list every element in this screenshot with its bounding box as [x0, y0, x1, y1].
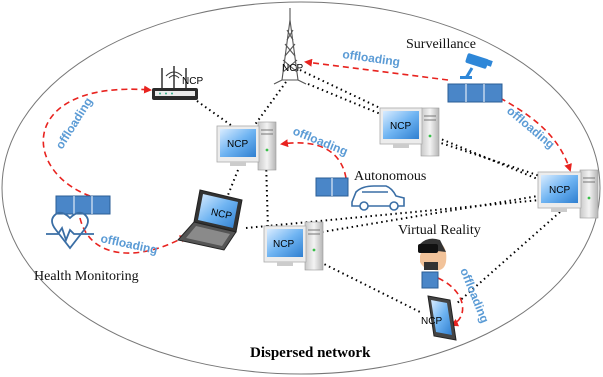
- link-right-tablet: [455, 211, 561, 305]
- link-center-middle: [265, 159, 269, 231]
- computer-top-right-node[interactable]: NCP: [379, 107, 440, 157]
- computer-right-node[interactable]: NCP: [537, 169, 599, 219]
- offloading-label-autonomous: offloading: [291, 124, 350, 159]
- network-links: [196, 69, 561, 313]
- router-node[interactable]: NCP: [152, 66, 203, 100]
- link-middle-right: [321, 195, 539, 233]
- link-tower-center: [253, 81, 287, 127]
- tablet-icon: [427, 295, 457, 341]
- vr-headset-icon: [418, 238, 447, 271]
- computer-top-right-ncp-label: NCP: [390, 121, 411, 132]
- offload-arrow-health-to-router: [42, 85, 152, 197]
- computer-middle-icon: [263, 221, 324, 271]
- surveillance-label: Surveillance: [406, 37, 476, 52]
- link-router-center: [196, 100, 236, 129]
- router-icon: [152, 66, 198, 100]
- task-block-surveillance: [447, 83, 503, 103]
- computer-center-node[interactable]: NCP: [216, 121, 277, 171]
- link-center-laptop: [225, 169, 239, 201]
- offloading-label-tower: offloading: [342, 47, 401, 69]
- tower-ncp-label: NCP: [282, 63, 303, 74]
- offload-arrow-health-to-laptop: [79, 217, 188, 254]
- computer-right-icon: [537, 169, 599, 219]
- diagram-title: Dispersed network: [250, 345, 371, 361]
- offload-arrow-surveillance-to-tower: [304, 58, 449, 81]
- tablet-ncp-label: NCP: [421, 316, 442, 327]
- task-block-health: [55, 195, 111, 215]
- autonomous-label: Autonomous: [354, 169, 426, 184]
- tower-icon: [273, 8, 307, 85]
- computer-middle-node[interactable]: NCP: [263, 221, 324, 271]
- computer-top-right-icon: [379, 107, 440, 157]
- link-middle-tablet: [319, 261, 421, 313]
- computer-right-ncp-label: NCP: [549, 185, 570, 196]
- computer-center-icon: [216, 121, 277, 171]
- tower-node[interactable]: NCP: [273, 8, 307, 85]
- link-tower-topright: [299, 69, 381, 109]
- heart-monitor-icon: [46, 211, 94, 250]
- link-topright-right: [431, 139, 541, 177]
- laptop-node[interactable]: NCP: [177, 189, 243, 251]
- tablet-node[interactable]: NCP: [421, 295, 457, 341]
- offloading-label-right: offloading: [504, 104, 557, 152]
- offload-arrows: [42, 58, 572, 327]
- health-monitoring-label: Health Monitoring: [34, 269, 139, 284]
- offload-arrow-autonomous-to-center: [280, 139, 347, 179]
- computer-middle-ncp-label: NCP: [273, 239, 294, 250]
- laptop-ncp-label: NCP: [210, 207, 233, 222]
- offload-arrow-surveillance-to-right: [499, 97, 572, 172]
- task-block-vr: [421, 271, 439, 289]
- laptop-icon: [177, 189, 243, 251]
- offloading-label-left: offloading: [53, 95, 96, 152]
- car-icon: [351, 185, 405, 211]
- virtual-reality-label: Virtual Reality: [398, 223, 481, 238]
- task-block-autonomous: [315, 177, 349, 197]
- router-ncp-label: NCP: [182, 76, 203, 87]
- computer-center-ncp-label: NCP: [227, 139, 248, 150]
- surveillance-camera-icon: [460, 53, 493, 79]
- offloading-label-vr: offloading: [457, 266, 492, 325]
